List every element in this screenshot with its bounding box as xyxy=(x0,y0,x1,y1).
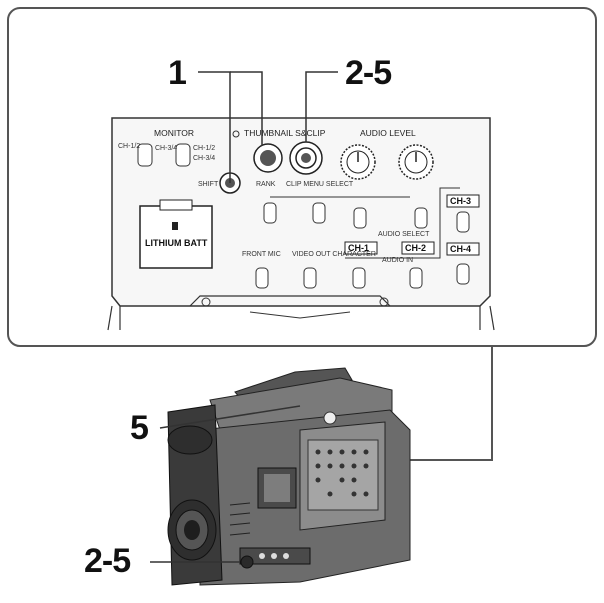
label-video-out: VIDEO OUT CHARACTER xyxy=(292,251,376,258)
camcorder-illustration xyxy=(167,367,411,586)
video-out-switch xyxy=(303,267,317,289)
label-ch1: CH-1 xyxy=(348,243,369,253)
label-monitor: MONITOR xyxy=(154,128,194,138)
audio-level-knob-left-icon xyxy=(340,144,376,180)
audio-in-switch-2 xyxy=(409,267,423,289)
label-shift: SHIFT xyxy=(198,181,219,188)
label-ch34-right: CH-3/4 xyxy=(193,155,215,162)
label-lithium-batt: LITHIUM BATT xyxy=(145,238,208,248)
clip-menu-knob-camera-icon xyxy=(240,555,254,569)
audio-select-switch-1 xyxy=(353,207,367,229)
callout-1: 1 xyxy=(168,54,187,92)
label-ch3: CH-3 xyxy=(450,196,471,206)
audio-level-knob-right-icon xyxy=(398,144,434,180)
toggle-switch-2 xyxy=(312,202,326,224)
callout-5: 5 xyxy=(130,409,149,447)
label-ch12-right: CH-1/2 xyxy=(193,145,215,152)
label-thumbnail: THUMBNAIL S&CLIP xyxy=(244,128,326,138)
ch4-switch xyxy=(456,263,470,285)
label-ch4: CH-4 xyxy=(450,244,471,254)
callout-2-5-top: 2-5 xyxy=(345,54,392,92)
battery-compartment xyxy=(139,205,213,269)
label-audio-level: AUDIO LEVEL xyxy=(360,128,416,138)
leader-5 xyxy=(159,405,301,429)
label-ch2: CH-2 xyxy=(405,243,426,253)
label-ch34: CH-3/4 xyxy=(155,145,177,152)
label-rank: RANK xyxy=(256,181,276,188)
ch3-switch xyxy=(456,211,470,233)
label-clip-menu-select: CLIP MENU SELECT xyxy=(286,181,354,188)
label-ch12: CH-1/2 xyxy=(118,143,140,150)
label-audio-select: AUDIO SELECT xyxy=(378,231,430,238)
callout-2-5-bottom: 2-5 xyxy=(84,542,131,580)
body-outline xyxy=(107,305,495,331)
audio-select-switch-2 xyxy=(414,207,428,229)
front-mic-switch xyxy=(255,267,269,289)
label-audio-in: AUDIO IN xyxy=(382,257,413,264)
toggle-switch-1 xyxy=(263,202,277,224)
audio-in-switch-1 xyxy=(352,267,366,289)
panel-camera-connector xyxy=(385,346,493,461)
leader-2-5-top xyxy=(305,71,338,142)
label-front-mic: FRONT MIC xyxy=(242,251,281,258)
